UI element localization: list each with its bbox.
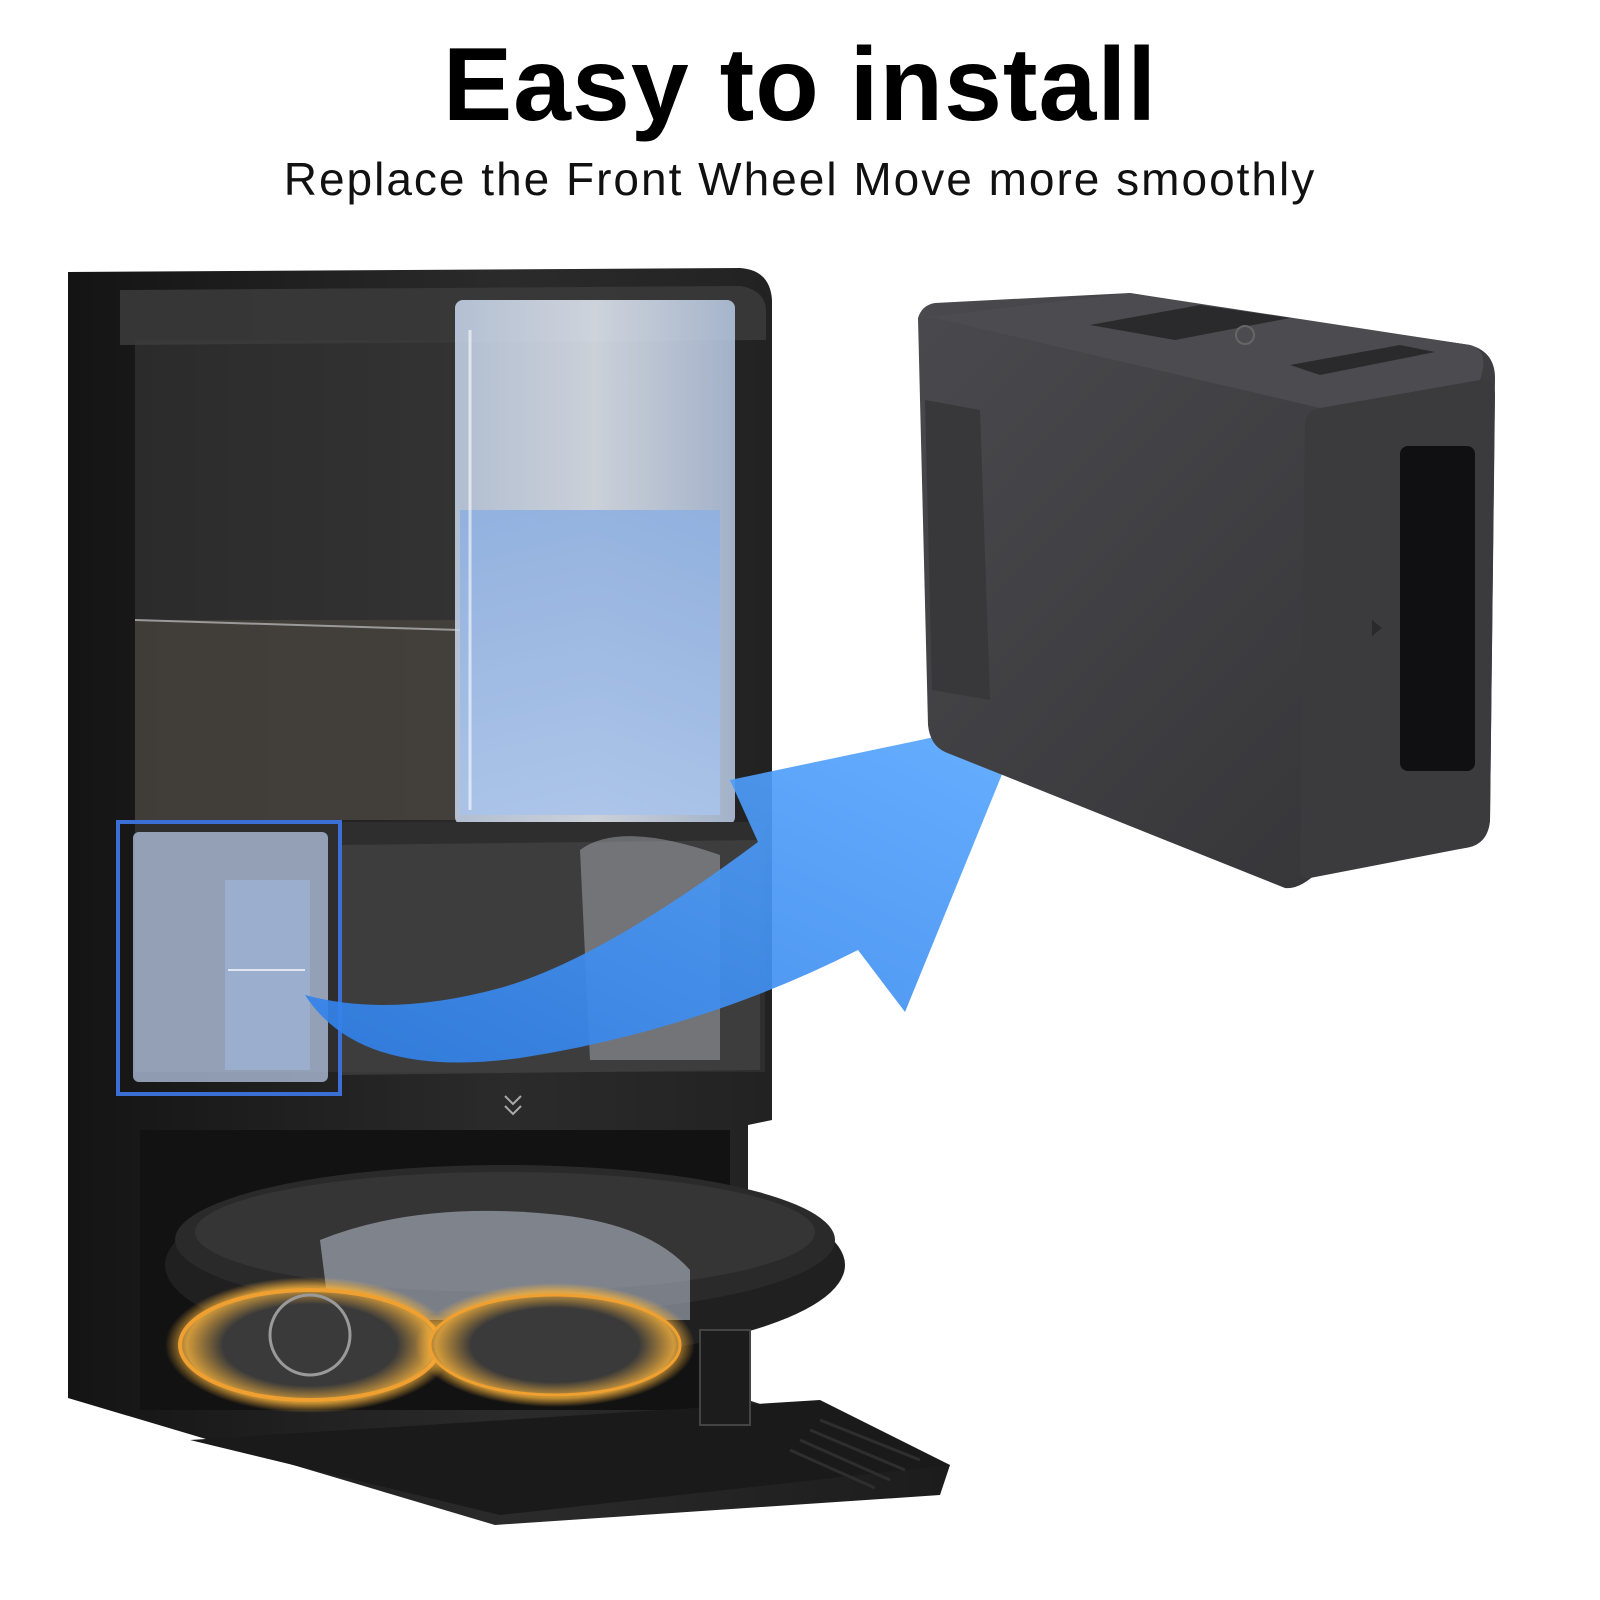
curved-arrow bbox=[305, 718, 1025, 1063]
handle-slot bbox=[1400, 446, 1475, 771]
dust-box-installed bbox=[133, 832, 328, 1082]
highlight-frame bbox=[116, 820, 342, 1096]
robot-vacuum bbox=[165, 1165, 845, 1426]
water-tank bbox=[455, 300, 735, 825]
dust-box-part bbox=[918, 293, 1495, 889]
dust-bag-compartment bbox=[134, 340, 461, 820]
page-title: Easy to install bbox=[442, 27, 1158, 143]
page-subtitle: Replace the Front Wheel Move more smooth… bbox=[283, 153, 1317, 205]
